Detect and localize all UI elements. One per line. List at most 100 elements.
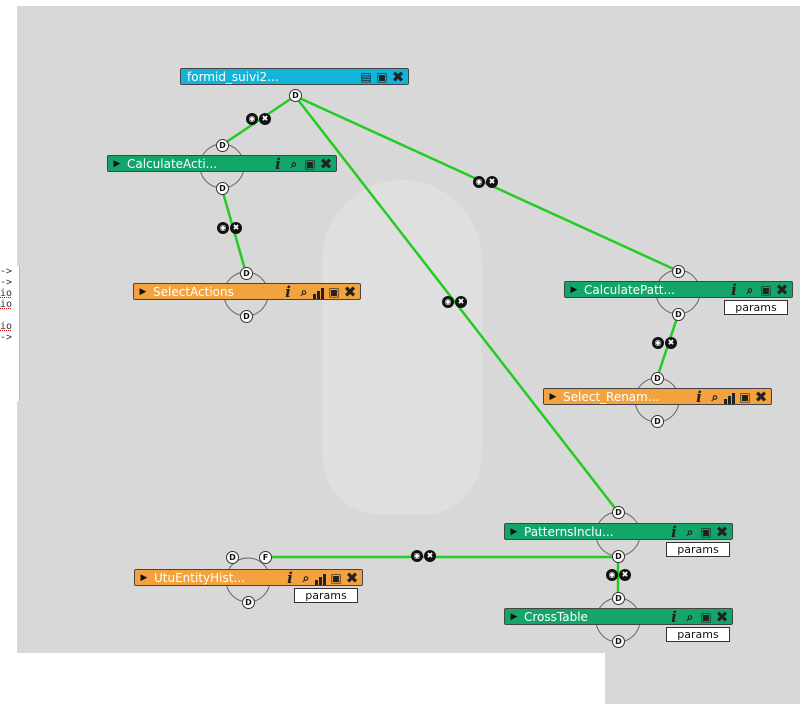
- node-title: CrossTable: [524, 609, 588, 624]
- port-data[interactable]: D: [612, 592, 625, 605]
- save-icon[interactable]: ▣: [700, 524, 712, 539]
- link-controls: ◉ ✖: [217, 222, 242, 234]
- visibility-icon[interactable]: ◉: [652, 337, 664, 349]
- port-data[interactable]: D: [672, 308, 685, 321]
- play-icon[interactable]: ▶: [510, 611, 518, 622]
- port-data[interactable]: D: [289, 89, 302, 102]
- node-utu-entity-hist[interactable]: ▶ UtuEntityHist... i ⌕ ▣ ✖: [134, 569, 363, 586]
- params-button[interactable]: params: [666, 542, 730, 557]
- node-select-renam[interactable]: ▶ Select_Renam... i ⌕ ▣ ✖: [543, 388, 772, 405]
- node-title: CalculatePatt...: [584, 282, 675, 297]
- info-icon[interactable]: i: [287, 568, 293, 587]
- close-icon[interactable]: ✖: [775, 280, 789, 299]
- bars-icon[interactable]: [724, 390, 736, 404]
- table-icon[interactable]: ▤: [360, 69, 372, 84]
- remove-link-icon[interactable]: ✖: [455, 296, 467, 308]
- magnifier-icon[interactable]: ⌕: [746, 282, 754, 297]
- save-icon[interactable]: ▣: [330, 570, 342, 585]
- port-data[interactable]: D: [612, 506, 625, 519]
- remove-link-icon[interactable]: ✖: [424, 550, 436, 562]
- node-calculate-patt[interactable]: ▶ CalculatePatt... i ⌕ ▣ ✖: [564, 281, 793, 298]
- port-data[interactable]: D: [240, 267, 253, 280]
- play-icon[interactable]: ▶: [570, 284, 578, 295]
- node-title: SelectActions: [153, 284, 234, 299]
- port-data[interactable]: D: [672, 265, 685, 278]
- magnifier-icon[interactable]: ⌕: [302, 570, 310, 585]
- play-icon[interactable]: ▶: [510, 526, 518, 537]
- play-icon[interactable]: ▶: [139, 286, 147, 297]
- node-title: Select_Renam...: [563, 389, 660, 404]
- info-icon[interactable]: i: [285, 282, 291, 301]
- port-data[interactable]: D: [242, 596, 255, 609]
- remove-link-icon[interactable]: ✖: [619, 569, 631, 581]
- node-formid[interactable]: formid_suivi2... ▤ ▣ ✖: [180, 68, 409, 85]
- canvas-extension: [605, 653, 800, 704]
- port-data[interactable]: D: [216, 139, 229, 152]
- visibility-icon[interactable]: ◉: [246, 113, 258, 125]
- magnifier-icon[interactable]: ⌕: [290, 156, 298, 171]
- info-icon[interactable]: i: [671, 522, 677, 541]
- params-button[interactable]: params: [294, 588, 358, 603]
- remove-link-icon[interactable]: ✖: [259, 113, 271, 125]
- bars-icon[interactable]: [313, 285, 325, 299]
- play-icon[interactable]: ▶: [140, 572, 148, 583]
- bars-icon[interactable]: [315, 571, 327, 585]
- params-button[interactable]: params: [666, 627, 730, 642]
- footprint-watermark: [322, 180, 482, 515]
- node-title: formid_suivi2...: [187, 69, 279, 84]
- node-patterns-inclu[interactable]: ▶ PatternsInclu... i ⌕ ▣ ✖: [504, 523, 733, 540]
- close-icon[interactable]: ✖: [343, 282, 357, 301]
- node-title: PatternsInclu...: [524, 524, 614, 539]
- port-file[interactable]: F: [259, 551, 272, 564]
- port-data[interactable]: D: [240, 310, 253, 323]
- remove-link-icon[interactable]: ✖: [486, 176, 498, 188]
- link-controls: ◉ ✖: [246, 113, 271, 125]
- visibility-icon[interactable]: ◉: [217, 222, 229, 234]
- magnifier-icon[interactable]: ⌕: [711, 389, 719, 404]
- magnifier-icon[interactable]: ⌕: [686, 609, 694, 624]
- play-icon[interactable]: ▶: [113, 158, 121, 169]
- node-title: CalculateActi...: [127, 156, 218, 171]
- link-controls: ◉ ✖: [411, 550, 436, 562]
- link-controls: ◉ ✖: [473, 176, 498, 188]
- node-title: UtuEntityHist...: [154, 570, 245, 585]
- magnifier-icon[interactable]: ⌕: [686, 524, 694, 539]
- close-icon[interactable]: ✖: [715, 522, 729, 541]
- visibility-icon[interactable]: ◉: [411, 550, 423, 562]
- node-select-actions[interactable]: ▶ SelectActions i ⌕ ▣ ✖: [133, 283, 361, 300]
- close-icon[interactable]: ✖: [754, 387, 768, 406]
- save-icon[interactable]: ▣: [739, 389, 751, 404]
- visibility-icon[interactable]: ◉: [442, 296, 454, 308]
- visibility-icon[interactable]: ◉: [473, 176, 485, 188]
- node-crosstable[interactable]: ▶ CrossTable i ⌕ ▣ ✖: [504, 608, 733, 625]
- port-data[interactable]: D: [651, 372, 664, 385]
- params-button[interactable]: params: [724, 300, 788, 315]
- remove-link-icon[interactable]: ✖: [230, 222, 242, 234]
- port-data[interactable]: D: [226, 551, 239, 564]
- magnifier-icon[interactable]: ⌕: [300, 284, 308, 299]
- left-code-strip: -> -> io io io ->: [0, 266, 20, 401]
- link-controls: ◉ ✖: [652, 337, 677, 349]
- save-icon[interactable]: ▣: [760, 282, 772, 297]
- save-icon[interactable]: ▣: [304, 156, 316, 171]
- link-controls: ◉ ✖: [606, 569, 631, 581]
- close-icon[interactable]: ✖: [391, 67, 405, 86]
- info-icon[interactable]: i: [731, 280, 737, 299]
- info-icon[interactable]: i: [671, 607, 677, 626]
- port-data[interactable]: D: [651, 415, 664, 428]
- port-data[interactable]: D: [612, 550, 625, 563]
- save-icon[interactable]: ▣: [376, 69, 388, 84]
- port-data[interactable]: D: [612, 635, 625, 648]
- remove-link-icon[interactable]: ✖: [665, 337, 677, 349]
- save-icon[interactable]: ▣: [328, 284, 340, 299]
- visibility-icon[interactable]: ◉: [606, 569, 618, 581]
- info-icon[interactable]: i: [696, 387, 702, 406]
- play-icon[interactable]: ▶: [549, 391, 557, 402]
- close-icon[interactable]: ✖: [345, 568, 359, 587]
- close-icon[interactable]: ✖: [319, 154, 333, 173]
- save-icon[interactable]: ▣: [700, 609, 712, 624]
- info-icon[interactable]: i: [275, 154, 281, 173]
- node-calculate-actions[interactable]: ▶ CalculateActi... i ⌕ ▣ ✖: [107, 155, 337, 172]
- port-data[interactable]: D: [216, 182, 229, 195]
- close-icon[interactable]: ✖: [715, 607, 729, 626]
